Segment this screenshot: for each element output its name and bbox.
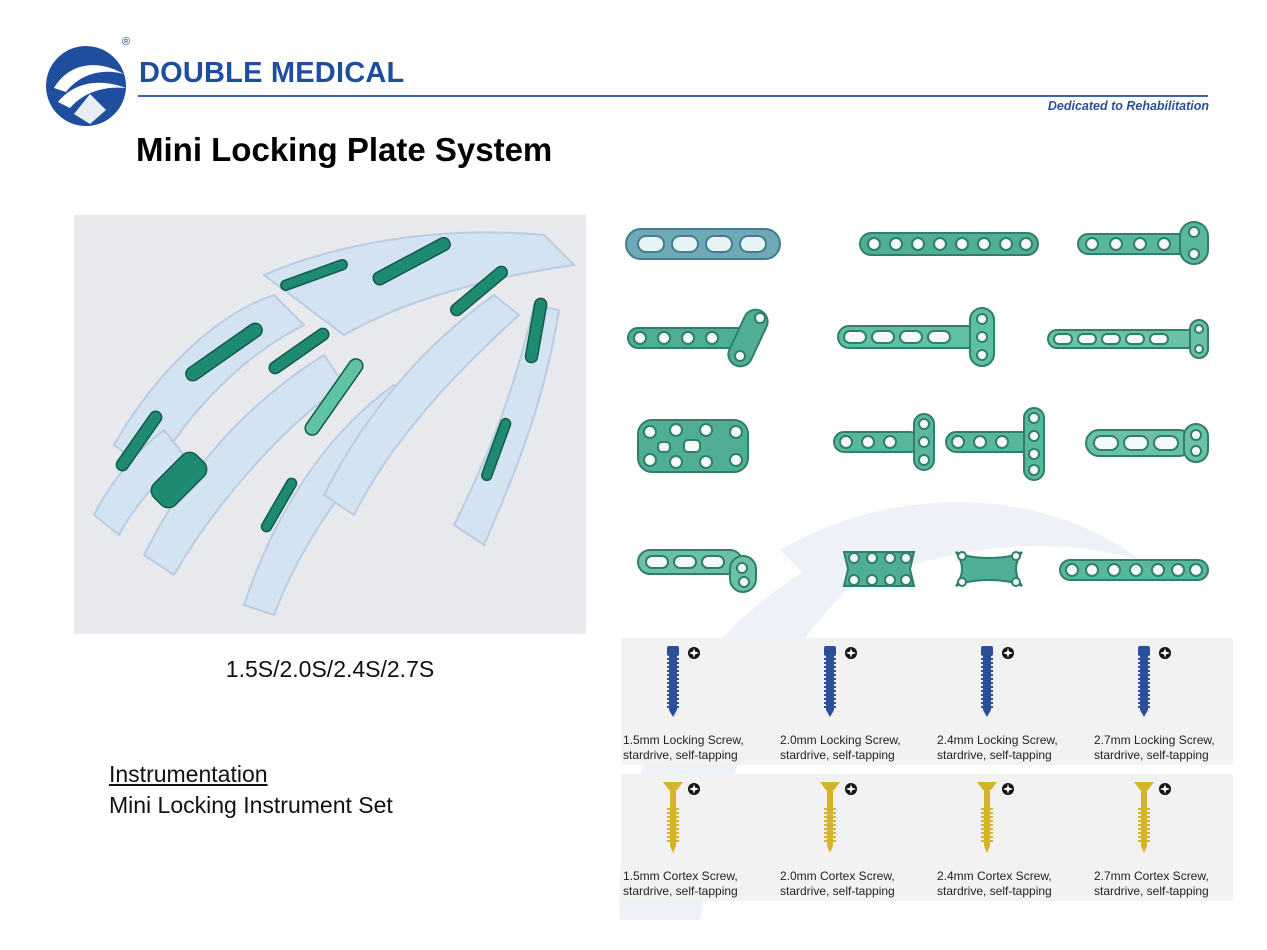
caption-line-1: 2.0mm Cortex Screw,	[780, 869, 895, 883]
caption-line-2: stardrive, self-tapping	[780, 884, 895, 898]
cortex-screw-item: 2.4mm Cortex Screw,stardrive, self-tappi…	[935, 774, 1088, 901]
stardrive-icon	[1159, 783, 1171, 795]
cortex-screw-item: 2.0mm Cortex Screw,stardrive, self-tappi…	[778, 774, 931, 901]
cortex-screw-item: 1.5mm Cortex Screw,stardrive, self-tappi…	[621, 774, 774, 901]
locking-screw-item: 2.0mm Locking Screw,stardrive, self-tapp…	[778, 638, 931, 765]
locking-screw-caption: 2.0mm Locking Screw,stardrive, self-tapp…	[780, 733, 930, 763]
stardrive-icon	[845, 647, 857, 659]
cortex-screw-item: 2.7mm Cortex Screw,stardrive, self-tappi…	[1092, 774, 1245, 901]
straight-plate-7-hole	[1059, 559, 1209, 581]
l-plate-oval	[1085, 423, 1209, 463]
x-plate	[955, 551, 1023, 587]
caption-line-2: stardrive, self-tapping	[1094, 884, 1209, 898]
caption-line-1: 2.0mm Locking Screw,	[780, 733, 901, 747]
locking-screw-caption: 2.4mm Locking Screw,stardrive, self-tapp…	[937, 733, 1087, 763]
caption-line-1: 1.5mm Cortex Screw,	[623, 869, 738, 883]
page-title: Mini Locking Plate System	[136, 131, 553, 168]
caption-line-2: stardrive, self-tapping	[937, 748, 1052, 762]
cortex-screw-icon	[977, 782, 997, 853]
t-plate-angled	[627, 308, 769, 368]
condylar-plate	[842, 551, 916, 587]
t-plate-narrow	[1047, 319, 1209, 359]
caption-line-2: stardrive, self-tapping	[780, 748, 895, 762]
t-plate-tall	[945, 407, 1045, 481]
locking-screw-icon	[667, 646, 679, 717]
t-plate-small	[833, 413, 935, 471]
locking-screw-icon	[981, 646, 993, 717]
locking-screw-icon	[1138, 646, 1150, 717]
locking-screw-item: 2.4mm Locking Screw,stardrive, self-tapp…	[935, 638, 1088, 765]
y-plate-small	[1077, 221, 1209, 265]
plate-sizes: 1.5S/2.0S/2.4S/2.7S	[225, 656, 435, 682]
caption-line-2: stardrive, self-tapping	[623, 748, 738, 762]
locking-screw-caption: 2.7mm Locking Screw,stardrive, self-tapp…	[1094, 733, 1244, 763]
caption-line-1: 2.7mm Locking Screw,	[1094, 733, 1215, 747]
hand-plates-illustration	[74, 215, 586, 634]
cortex-screw-caption: 2.4mm Cortex Screw,stardrive, self-tappi…	[937, 869, 1087, 899]
caption-line-2: stardrive, self-tapping	[937, 884, 1052, 898]
caption-line-1: 1.5mm Locking Screw,	[623, 733, 744, 747]
locking-screw-item: 2.7mm Locking Screw,stardrive, self-tapp…	[1092, 638, 1245, 765]
instrumentation-heading: Instrumentation	[109, 761, 268, 787]
stardrive-icon	[688, 783, 700, 795]
straight-plate-8-hole	[859, 232, 1039, 256]
cortex-screw-caption: 1.5mm Cortex Screw,stardrive, self-tappi…	[623, 869, 773, 899]
caption-line-2: stardrive, self-tapping	[1094, 748, 1209, 762]
caption-line-1: 2.4mm Cortex Screw,	[937, 869, 1052, 883]
stardrive-icon	[688, 647, 700, 659]
tagline: Dedicated to Rehabilitation	[1047, 99, 1209, 113]
brand-name: DOUBLE MEDICAL	[139, 57, 405, 89]
caption-line-2: stardrive, self-tapping	[623, 884, 738, 898]
cortex-screw-caption: 2.7mm Cortex Screw,stardrive, self-tappi…	[1094, 869, 1244, 899]
header-divider	[138, 95, 1208, 97]
cortex-screw-icon	[820, 782, 840, 853]
straight-plate-4-hole	[625, 228, 781, 260]
caption-line-1: 2.4mm Locking Screw,	[937, 733, 1058, 747]
cortex-screws-row: 1.5mm Cortex Screw,stardrive, self-tappi…	[621, 774, 1233, 901]
cortex-screw-icon	[1134, 782, 1154, 853]
double-medical-logo-icon	[46, 46, 126, 126]
locking-screw-caption: 1.5mm Locking Screw,stardrive, self-tapp…	[623, 733, 773, 763]
grid-plate	[637, 419, 749, 473]
cortex-screw-icon	[663, 782, 683, 853]
caption-line-1: 2.7mm Cortex Screw,	[1094, 869, 1209, 883]
l-plate-hook	[637, 549, 757, 593]
locking-screw-icon	[824, 646, 836, 717]
stardrive-icon	[1002, 783, 1014, 795]
locking-screws-row: 1.5mm Locking Screw,stardrive, self-tapp…	[621, 638, 1233, 765]
stardrive-icon	[1002, 647, 1014, 659]
cortex-screw-caption: 2.0mm Cortex Screw,stardrive, self-tappi…	[780, 869, 930, 899]
instrument-set-name: Mini Locking Instrument Set	[109, 792, 393, 818]
locking-screw-item: 1.5mm Locking Screw,stardrive, self-tapp…	[621, 638, 774, 765]
t-plate-long	[837, 307, 995, 367]
stardrive-icon	[1159, 647, 1171, 659]
registered-mark: ®	[122, 36, 131, 48]
stardrive-icon	[845, 783, 857, 795]
